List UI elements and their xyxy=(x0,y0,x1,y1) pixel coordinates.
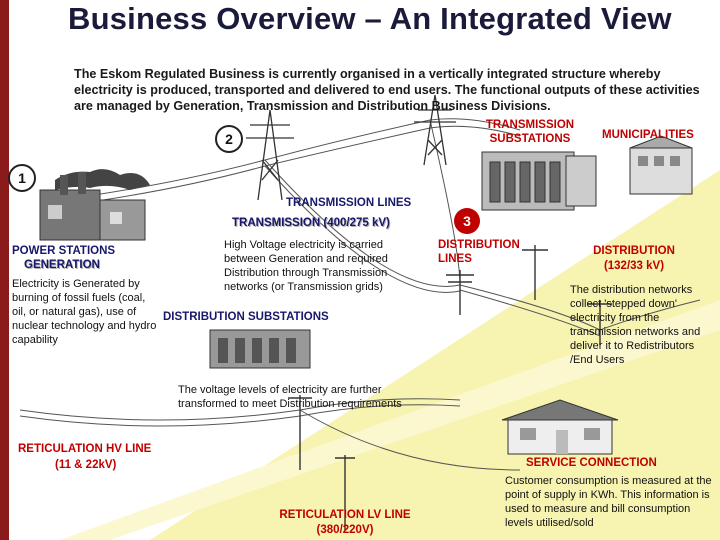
label-distribution-title: DISTRIBUTION xyxy=(593,245,675,257)
transmission-pylon-icon xyxy=(246,109,294,201)
label-generation: GENERATION xyxy=(24,259,100,271)
label-distribution-lines: DISTRIBUTION LINES xyxy=(438,239,520,265)
generation-description: Electricity is Generated by burning of f… xyxy=(12,278,157,346)
voltage-levels-description: The voltage levels of electricity are fu… xyxy=(178,384,402,410)
distribution-pole-icon xyxy=(446,245,612,345)
marker-one: 1 xyxy=(8,164,36,192)
high-voltage-description: High Voltage electricity is carried betw… xyxy=(224,239,388,293)
transmission-substation-icon xyxy=(481,151,597,211)
transmission-pylon-icon xyxy=(414,94,456,166)
label-transmission-substations: TRANSMISSION SUBSTATIONS xyxy=(485,119,575,145)
distribution-networks-description: The distribution networks collect 'stepp… xyxy=(570,284,701,366)
label-reticulation-hv-value: (11 & 22kV) xyxy=(55,459,117,471)
marker-three: 3 xyxy=(454,208,480,234)
label-reticulation-lv-title: RETICULATION LV LINE xyxy=(279,509,411,521)
page-title: Business Overview – An Integrated View xyxy=(68,1,672,36)
label-distribution-substations: DISTRIBUTION SUBSTATIONS xyxy=(163,311,329,323)
distribution-substation-icon xyxy=(209,329,311,369)
label-municipalities: MUNICIPALITIES xyxy=(602,129,694,141)
marker-two: 2 xyxy=(215,125,243,153)
side-accent-bar xyxy=(0,0,9,540)
reticulation-hv-wires xyxy=(19,398,521,471)
power-station-icon xyxy=(39,169,150,241)
label-reticulation-hv-title: RETICULATION HV LINE xyxy=(18,443,152,455)
intro-paragraph: The Eskom Regulated Business is currentl… xyxy=(74,67,700,113)
municipality-icon xyxy=(629,135,693,195)
reticulation-pole-icon xyxy=(288,395,355,530)
label-service-connection: SERVICE CONNECTION xyxy=(526,457,657,469)
house-icon xyxy=(501,399,619,455)
label-power-stations: POWER STATIONS xyxy=(12,245,116,257)
label-transmission-kv: TRANSMISSION (400/275 kV) xyxy=(232,217,390,229)
label-distribution-kv: (132/33 kV) xyxy=(603,260,665,272)
customer-consumption-description: Customer consumption is measured at the … xyxy=(505,475,712,529)
label-reticulation-lv-value: (380/220V) xyxy=(316,524,374,536)
label-transmission-lines: TRANSMISSION LINES xyxy=(286,197,412,209)
transmission-line-wires xyxy=(59,118,701,337)
